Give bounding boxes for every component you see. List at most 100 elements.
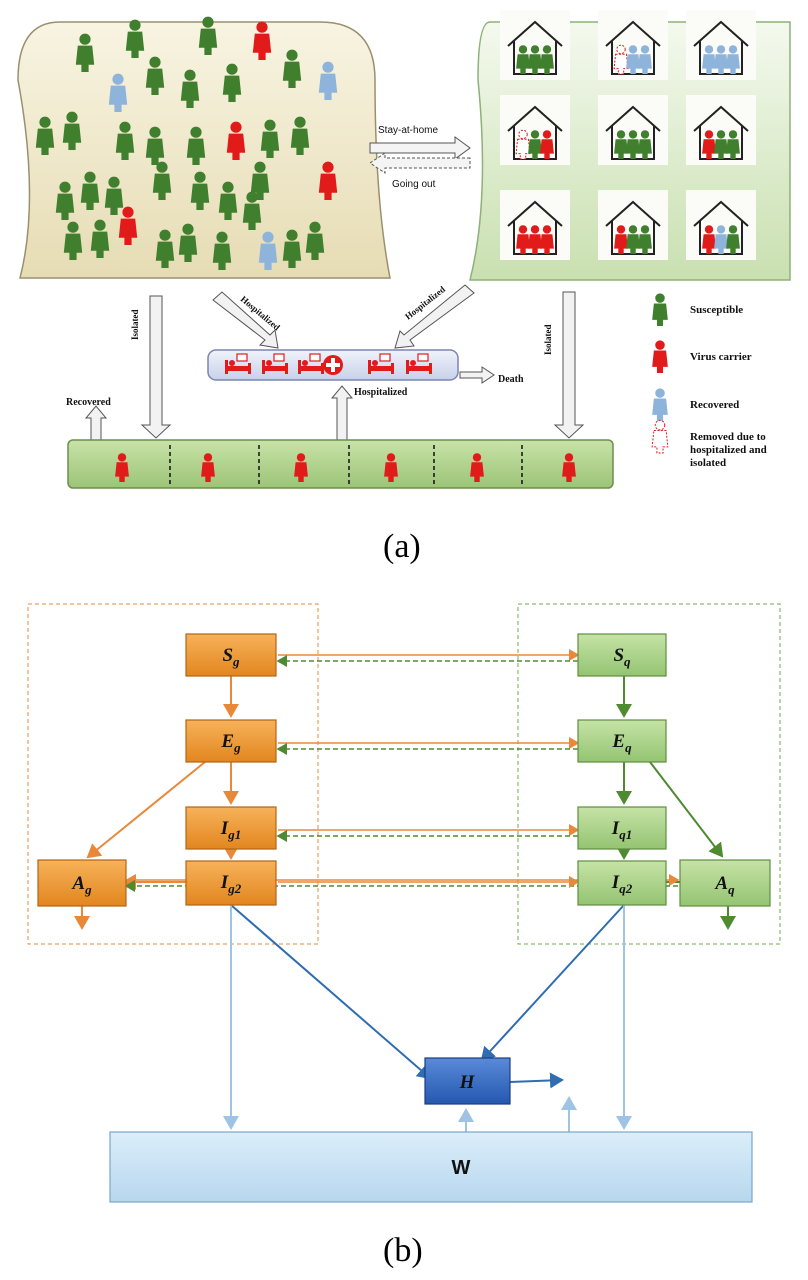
person-icon [614, 130, 628, 159]
svg-text:Sq: Sq [613, 645, 631, 669]
svg-text:Ig1: Ig1 [220, 818, 241, 842]
person-icon [218, 181, 238, 220]
person-icon [614, 225, 628, 254]
node-H: H [424, 1057, 511, 1105]
person-icon [726, 130, 740, 159]
hospitalized-label-up: Hospitalized [354, 387, 408, 398]
svg-text:Eq: Eq [611, 731, 632, 755]
svg-text:Ag: Ag [71, 873, 92, 897]
hospital-cross-icon [323, 355, 343, 375]
node-Aq: Aq [679, 859, 771, 907]
legend-item: Susceptible [652, 293, 743, 326]
person-icon [222, 63, 242, 102]
person-icon [652, 293, 668, 326]
person-icon [118, 206, 138, 245]
svg-text:H: H [459, 1072, 476, 1093]
legend-label: Virus carrier [690, 351, 752, 363]
bed-icon [368, 353, 394, 374]
person-icon [714, 45, 728, 74]
person-icon [201, 453, 215, 482]
svg-text:Ig2: Ig2 [220, 872, 242, 896]
person-icon [626, 225, 640, 254]
person-icon [516, 225, 530, 254]
person-icon [384, 453, 398, 482]
person-icon [626, 45, 640, 74]
person-icon [108, 73, 128, 112]
node-Eg: Eg [185, 719, 277, 763]
person-icon [540, 225, 554, 254]
person-icon [145, 126, 165, 165]
node-Eq: Eq [577, 719, 667, 763]
going-out-label: Going out [392, 179, 436, 190]
person-icon [80, 171, 100, 210]
hospitalized-arrow-up: Hospitalized [330, 385, 408, 441]
svg-text:Iq1: Iq1 [611, 818, 632, 842]
person-icon [258, 231, 278, 270]
person-icon [35, 116, 55, 155]
person-icon [714, 225, 728, 254]
person-icon [75, 33, 95, 72]
node-Ig2: Ig2 [185, 860, 277, 906]
person-icon [318, 61, 338, 100]
legend-label: Removed due to [690, 431, 766, 443]
person-icon [638, 45, 652, 74]
bed-icon [225, 353, 251, 374]
svg-text:Sg: Sg [222, 645, 240, 669]
hospital-beds [225, 353, 432, 374]
person-icon [178, 223, 198, 262]
person-icon [638, 130, 652, 159]
node-W: W [109, 1131, 753, 1203]
person-icon [540, 45, 554, 74]
person-icon [528, 225, 542, 254]
person-icon [652, 388, 668, 421]
person-icon [145, 56, 165, 95]
person-icon [562, 453, 576, 482]
panel-b: Sg Eg Ig1 Ag Ig2 Sq Eq Iq1 [27, 603, 781, 1203]
legend-label: Recovered [690, 399, 739, 411]
node-Iq1: Iq1 [577, 806, 667, 850]
person-icon [638, 225, 652, 254]
person-icon [125, 19, 145, 58]
person-icon [115, 121, 135, 160]
isolation-cells [115, 445, 576, 484]
isolated-arrow-left: Isolated [130, 295, 172, 439]
person-icon [702, 45, 716, 74]
bed-icon [298, 353, 324, 374]
person-icon [305, 221, 325, 260]
node-Sq: Sq [577, 633, 667, 677]
legend-label: isolated [690, 457, 726, 469]
person-icon [180, 69, 200, 108]
dashed-person-icon [651, 419, 669, 454]
going-out-arrow: Going out [369, 152, 471, 190]
person-icon [652, 340, 668, 373]
person-icon [516, 45, 530, 74]
crowd-people [35, 16, 338, 270]
person-icon [63, 221, 83, 260]
isolated-label-left: Isolated [130, 309, 140, 340]
person-icon [155, 229, 175, 268]
person-icon [252, 21, 272, 60]
houses-grid [500, 10, 756, 260]
person-icon [152, 161, 172, 200]
person-icon [528, 130, 542, 159]
person-icon [186, 126, 206, 165]
person-icon [55, 181, 75, 220]
bed-icon [406, 353, 432, 374]
legend-item: Recovered [652, 388, 739, 421]
node-Ag: Ag [37, 859, 127, 907]
person-icon [714, 130, 728, 159]
svg-text:Aq: Aq [714, 873, 735, 897]
death-label: Death [498, 374, 524, 385]
person-icon [104, 176, 124, 215]
death-arrow: Death [459, 366, 524, 385]
person-icon [726, 225, 740, 254]
node-Ig1: Ig1 [185, 806, 277, 850]
node-Sg: Sg [185, 633, 277, 677]
person-icon [294, 453, 308, 482]
svg-text:W: W [452, 1157, 471, 1179]
recovered-arrow: Recovered [66, 397, 111, 441]
person-icon [540, 130, 554, 159]
